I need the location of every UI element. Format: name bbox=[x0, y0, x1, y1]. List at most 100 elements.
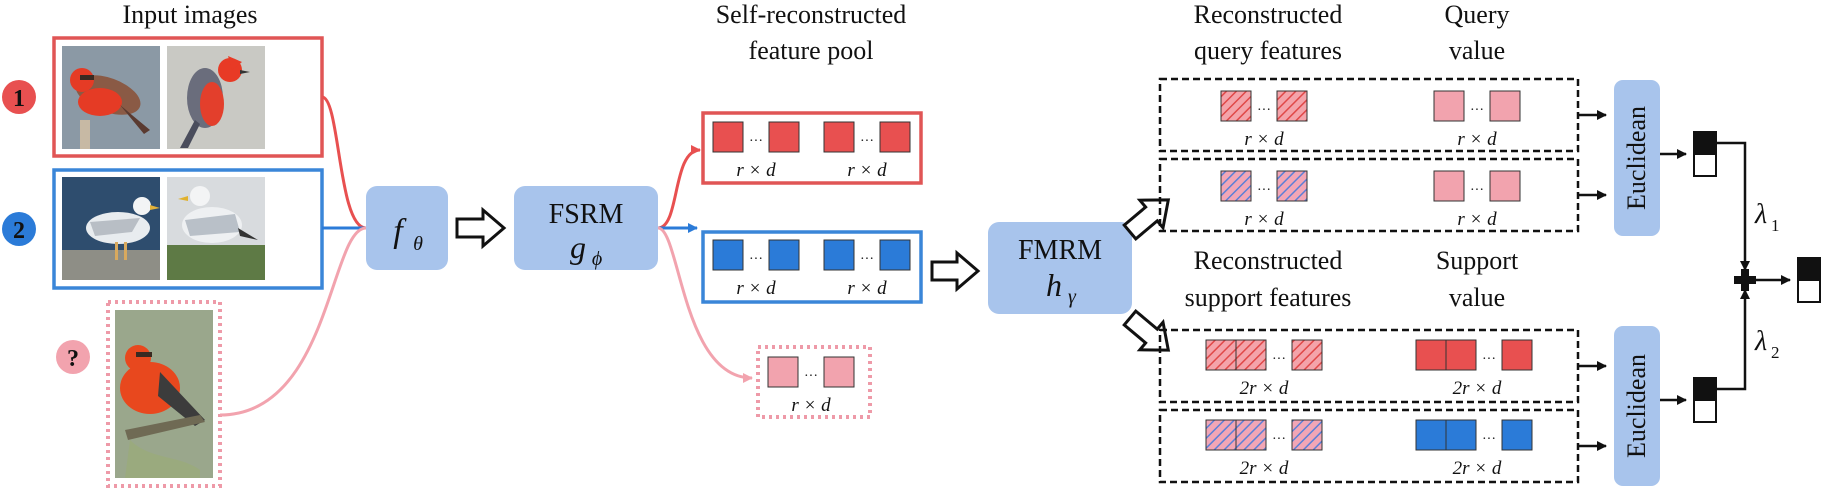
dots: ··· bbox=[860, 252, 874, 267]
score-bar-bottom bbox=[1693, 377, 1717, 423]
dots: ··· bbox=[1272, 432, 1286, 447]
class-marker-2: 2 bbox=[2, 212, 36, 246]
svg-text:1: 1 bbox=[13, 86, 25, 112]
hollow-arrow-up bbox=[1122, 198, 1171, 242]
pink-value-cell bbox=[1433, 170, 1465, 202]
support-value-header-line2: value bbox=[1449, 283, 1505, 312]
dim-label: 2r × d bbox=[1240, 458, 1289, 479]
lambda1-symbol: λ bbox=[1754, 199, 1767, 230]
support-value-header-line1: Support bbox=[1436, 246, 1519, 275]
fsrm-symbol: g bbox=[570, 229, 586, 265]
recon-query-header-line2: query features bbox=[1194, 36, 1342, 65]
bird-image-gull-1 bbox=[62, 177, 160, 280]
fmrm-name: FMRM bbox=[1018, 235, 1102, 266]
hatched-blue-cell bbox=[1235, 419, 1267, 451]
pink-value-cell bbox=[1433, 90, 1465, 122]
dots: ··· bbox=[1470, 103, 1484, 118]
lambda2-path bbox=[1716, 289, 1750, 391]
dots: ··· bbox=[1470, 183, 1484, 198]
blue-value-cell bbox=[1501, 419, 1533, 451]
dots: ··· bbox=[1272, 352, 1286, 367]
hatched-blue-cell bbox=[1220, 170, 1252, 202]
red-pool-cell bbox=[879, 121, 911, 153]
dots: ··· bbox=[1257, 183, 1271, 198]
svg-text:2: 2 bbox=[13, 218, 25, 244]
query-marker: ? bbox=[56, 340, 90, 374]
lambda1-subscript: 1 bbox=[1771, 216, 1780, 235]
input-images-header: Input images bbox=[122, 0, 257, 29]
bird-image-red-2 bbox=[167, 46, 265, 149]
plus-icon bbox=[1734, 269, 1756, 291]
dots: ··· bbox=[1482, 432, 1496, 447]
dots: ··· bbox=[1257, 103, 1271, 118]
bird-image-red-1 bbox=[62, 46, 160, 149]
hatched-red-cell bbox=[1220, 90, 1252, 122]
hollow-arrow-1 bbox=[455, 206, 507, 250]
euclidean-label-bottom: Euclidean bbox=[1622, 354, 1651, 458]
fsrm-name: FSRM bbox=[549, 199, 624, 230]
dim-label: r × d bbox=[1457, 129, 1497, 150]
hatched-blue-cell bbox=[1276, 170, 1308, 202]
dim-label: 2r × d bbox=[1453, 458, 1502, 479]
dim-label: r × d bbox=[847, 160, 887, 181]
fsrm-module bbox=[514, 186, 658, 270]
blue-pool-cell bbox=[823, 239, 855, 271]
bird-image-gull-2 bbox=[167, 177, 265, 280]
dim-label: r × d bbox=[1244, 209, 1284, 230]
encoder-subscript: θ bbox=[413, 233, 423, 255]
pink-output-arrow bbox=[657, 226, 753, 383]
hollow-arrow-down bbox=[1122, 308, 1171, 352]
euclidean-label-top: Euclidean bbox=[1622, 106, 1651, 210]
dim-label: 2r × d bbox=[1453, 378, 1502, 399]
pool-header-line2: feature pool bbox=[749, 36, 874, 65]
red-connector bbox=[321, 95, 367, 230]
score-bar-top bbox=[1693, 131, 1717, 177]
recon-query-header-line1: Reconstructed bbox=[1194, 0, 1343, 29]
dots: ··· bbox=[860, 134, 874, 149]
blue-pool-cell bbox=[712, 239, 744, 271]
dots: ··· bbox=[1482, 352, 1496, 367]
hatched-blue-cell bbox=[1205, 419, 1237, 451]
red-pool-cell bbox=[712, 121, 744, 153]
blue-value-cell bbox=[1445, 419, 1477, 451]
dots: ··· bbox=[749, 134, 763, 149]
dim-label: 2r × d bbox=[1240, 378, 1289, 399]
red-value-cell bbox=[1445, 339, 1477, 371]
svg-text:?: ? bbox=[67, 346, 79, 372]
pink-value-cell bbox=[1489, 170, 1521, 202]
class-marker-1: 1 bbox=[2, 80, 36, 114]
red-output-arrow bbox=[657, 145, 701, 230]
pink-connector bbox=[219, 226, 367, 417]
lambda2-symbol: λ bbox=[1754, 326, 1767, 357]
hatched-red-cell bbox=[1235, 339, 1267, 371]
query-value-header-line1: Query bbox=[1445, 0, 1510, 29]
query-value-header-line2: value bbox=[1449, 36, 1505, 65]
lambda1-path bbox=[1716, 141, 1750, 271]
hatched-red-cell bbox=[1276, 90, 1308, 122]
hollow-arrow-2 bbox=[930, 249, 981, 293]
final-score-bar bbox=[1797, 257, 1821, 303]
blue-pool-cell bbox=[879, 239, 911, 271]
red-pool-cell bbox=[768, 121, 800, 153]
blue-value-cell bbox=[1415, 419, 1447, 451]
red-value-cell bbox=[1501, 339, 1533, 371]
pink-pool-cell bbox=[823, 356, 855, 388]
query-feature-pool-box bbox=[756, 345, 872, 419]
query-image-box bbox=[106, 300, 222, 488]
pool-header-line1: Self-reconstructed bbox=[716, 0, 907, 29]
red-feature-pool-box bbox=[701, 111, 923, 185]
lambda2-subscript: 2 bbox=[1771, 343, 1780, 362]
dots: ··· bbox=[749, 252, 763, 267]
fsrm-subscript: ϕ bbox=[592, 248, 602, 270]
recon-support-header-line2: support features bbox=[1185, 283, 1352, 312]
blue-feature-pool-box bbox=[701, 230, 923, 304]
dim-label: r × d bbox=[847, 278, 887, 299]
dim-label: r × d bbox=[791, 395, 831, 416]
blue-pool-cell bbox=[768, 239, 800, 271]
pink-value-cell bbox=[1489, 90, 1521, 122]
fmrm-subscript: γ bbox=[1068, 286, 1077, 308]
fmrm-symbol: h bbox=[1046, 267, 1062, 303]
red-pool-cell bbox=[823, 121, 855, 153]
euclidean-module-bottom bbox=[1614, 326, 1660, 486]
